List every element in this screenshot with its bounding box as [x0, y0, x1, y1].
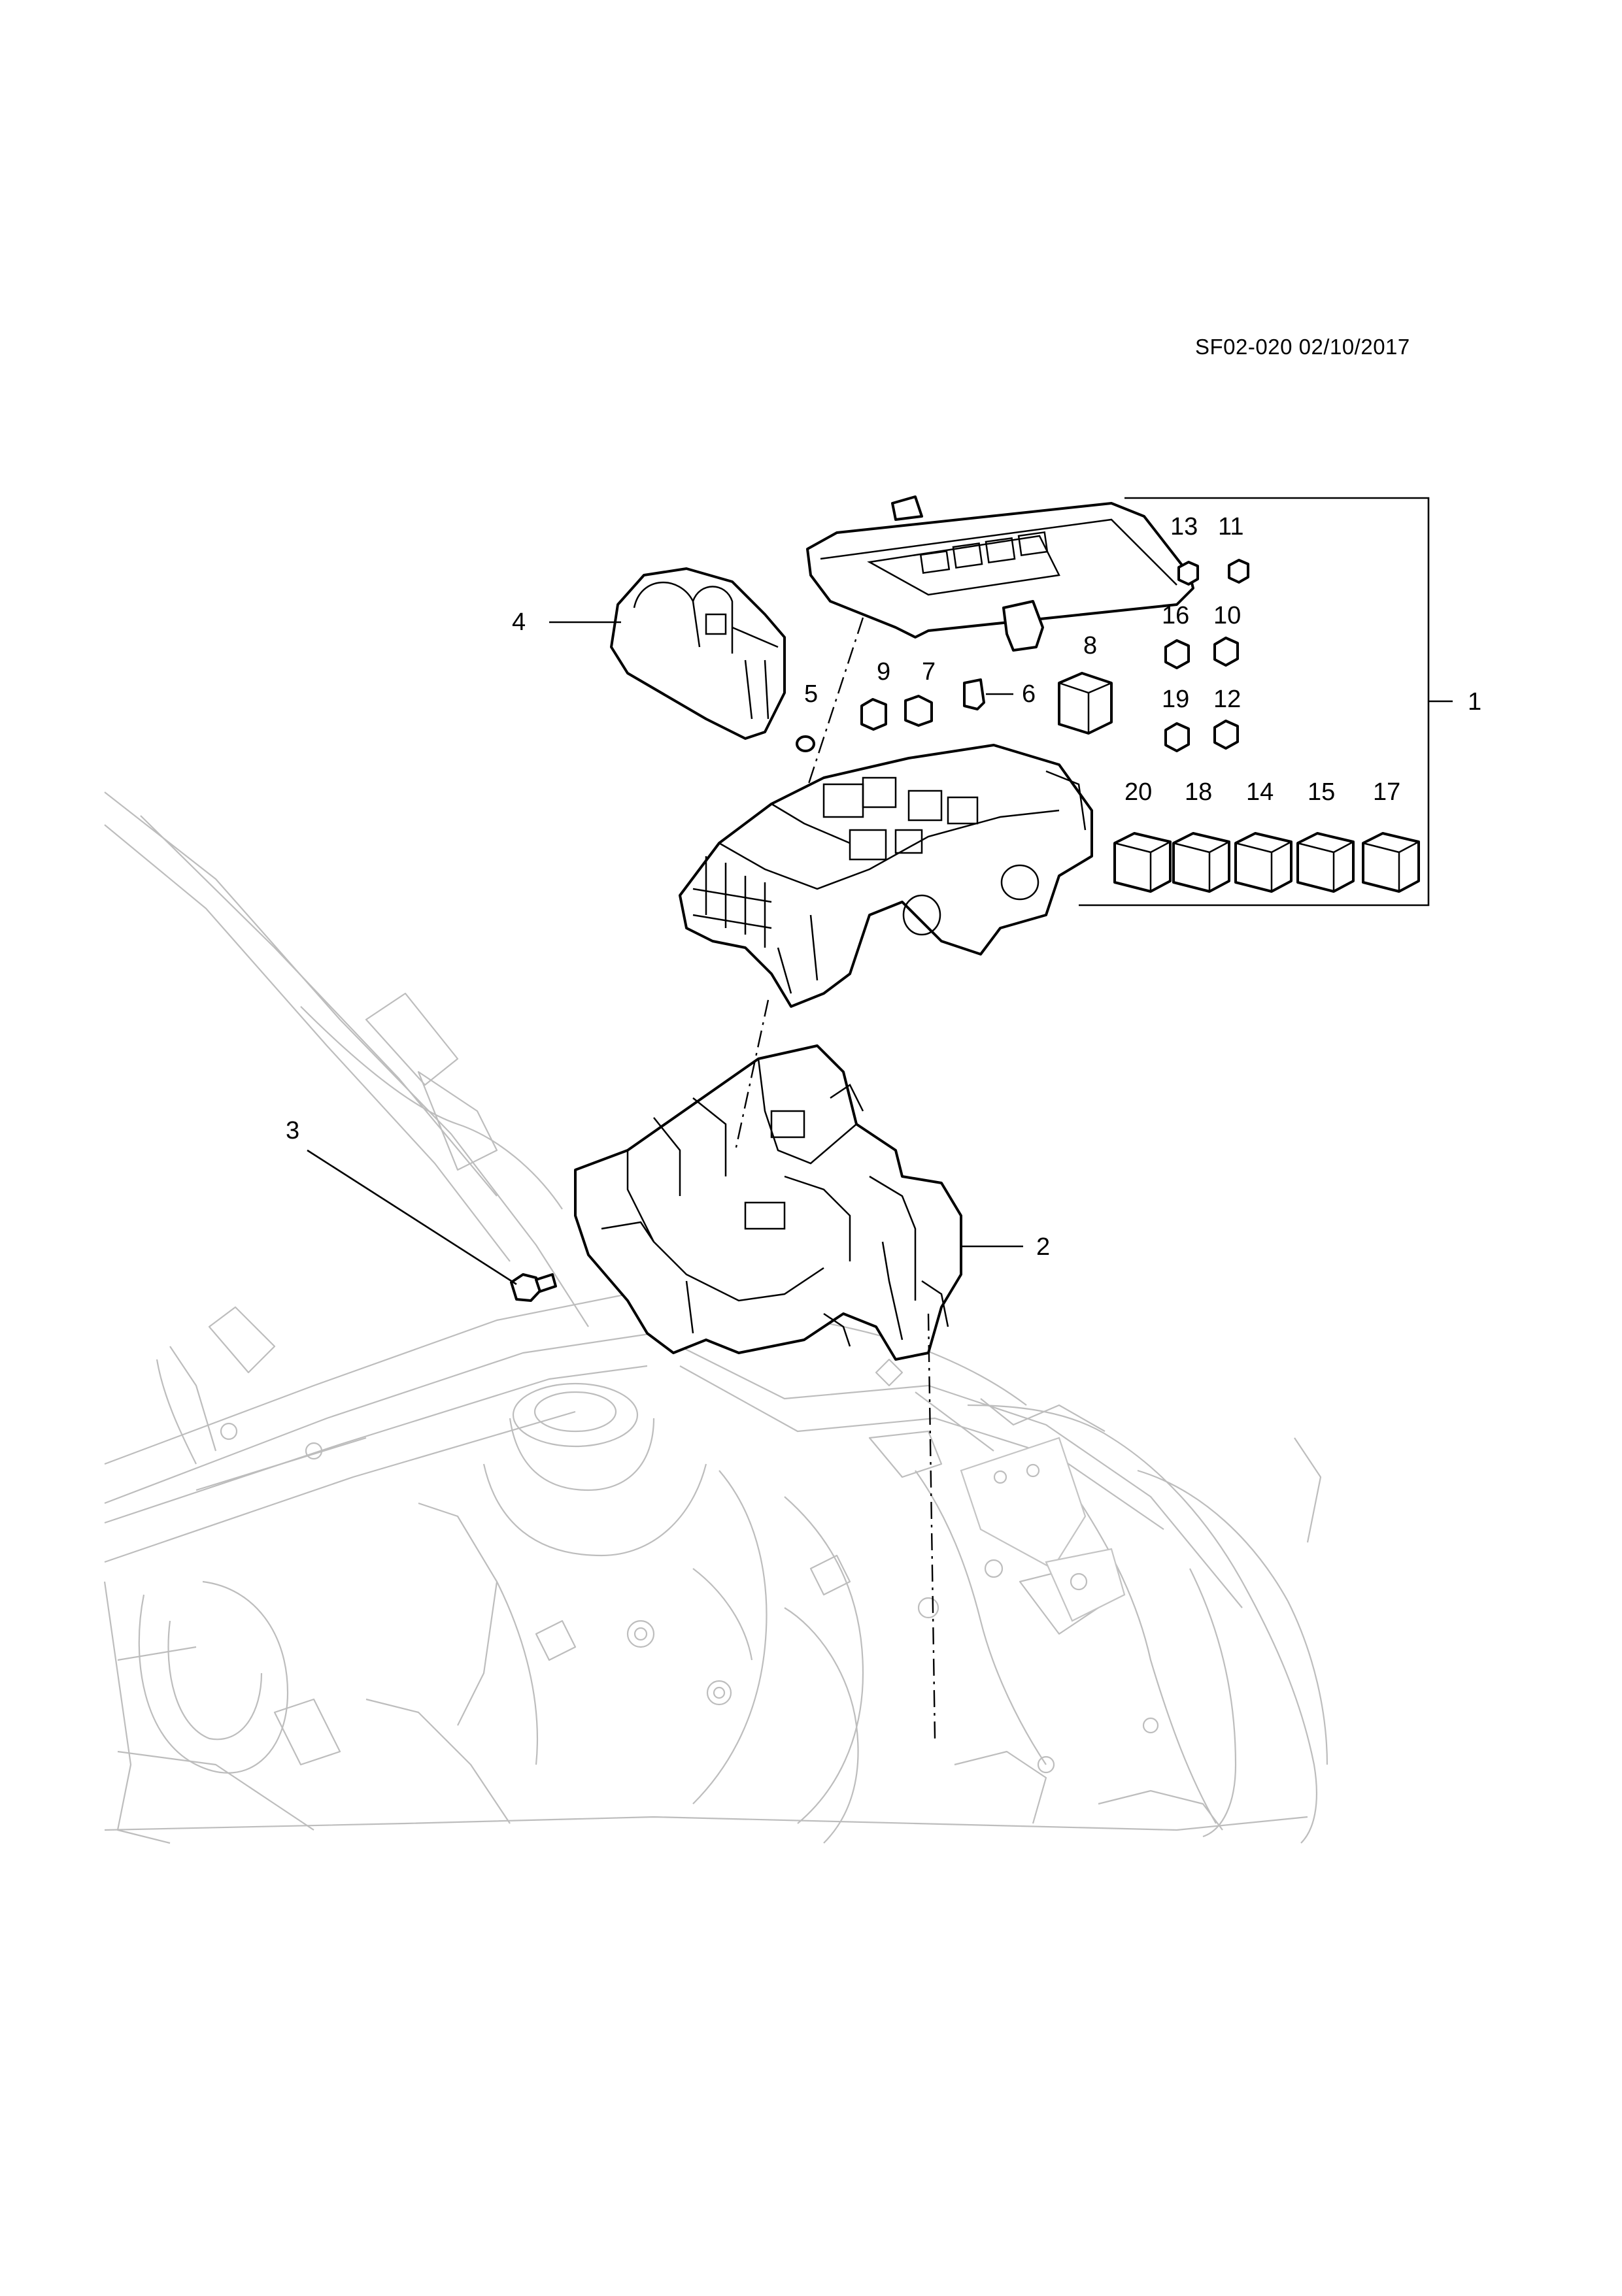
callout-leaders [307, 497, 1453, 1286]
part-16-fuse [1164, 639, 1190, 669]
callout-16: 16 [1162, 602, 1189, 629]
part-17-relay [1362, 832, 1420, 893]
callout-11: 11 [1218, 513, 1243, 541]
part-11-mini-fuse [1228, 559, 1249, 584]
part-5-clip [796, 735, 815, 752]
part-13-mini-fuse [1177, 561, 1199, 586]
callout-12: 12 [1213, 686, 1241, 713]
callout-13: 13 [1170, 513, 1198, 541]
callout-6: 6 [1022, 680, 1036, 708]
callout-7: 7 [922, 658, 936, 686]
part-12-fuse [1213, 720, 1239, 750]
callout-20: 20 [1124, 778, 1152, 806]
callout-1: 1 [1468, 688, 1481, 716]
part-15-relay [1296, 832, 1355, 893]
part-10-fuse [1213, 637, 1239, 667]
callout-18: 18 [1185, 778, 1212, 806]
part-4-connector-housing [610, 567, 786, 740]
part-6-clip [963, 678, 985, 710]
part-8-relay [1058, 672, 1113, 735]
callout-numbers: 1 2 3 4 5 6 7 8 9 10 11 12 13 14 15 16 1… [286, 513, 1481, 1261]
callout-8: 8 [1083, 632, 1097, 659]
part-20-relay [1113, 832, 1172, 893]
callout-3: 3 [286, 1117, 299, 1144]
callout-19: 19 [1162, 686, 1189, 713]
part-19-fuse [1164, 722, 1190, 752]
part-1-fuse-box-cover [806, 495, 1194, 652]
callout-5: 5 [804, 680, 818, 708]
small-parts [796, 559, 1420, 893]
part-18-relay [1172, 832, 1230, 893]
callout-2: 2 [1036, 1233, 1050, 1261]
part-9-fuse [860, 698, 887, 731]
part-2-fuse-box-bracket [574, 1044, 962, 1361]
engine-compartment-background [103, 791, 1328, 1844]
assembly-centerlines [734, 617, 936, 1739]
callout-17: 17 [1373, 778, 1400, 806]
callout-10: 10 [1213, 602, 1241, 629]
callout-14: 14 [1246, 778, 1274, 806]
part-7-fuse [904, 695, 933, 727]
document-reference: SF02-020 02/10/2017 [1195, 335, 1410, 359]
part-3-bolt [510, 1273, 557, 1302]
callout-9: 9 [877, 658, 890, 686]
part-1-fuse-box-housing [679, 744, 1093, 1008]
callout-4: 4 [512, 608, 526, 636]
callout-15: 15 [1308, 778, 1335, 806]
part-14-relay [1234, 832, 1293, 893]
